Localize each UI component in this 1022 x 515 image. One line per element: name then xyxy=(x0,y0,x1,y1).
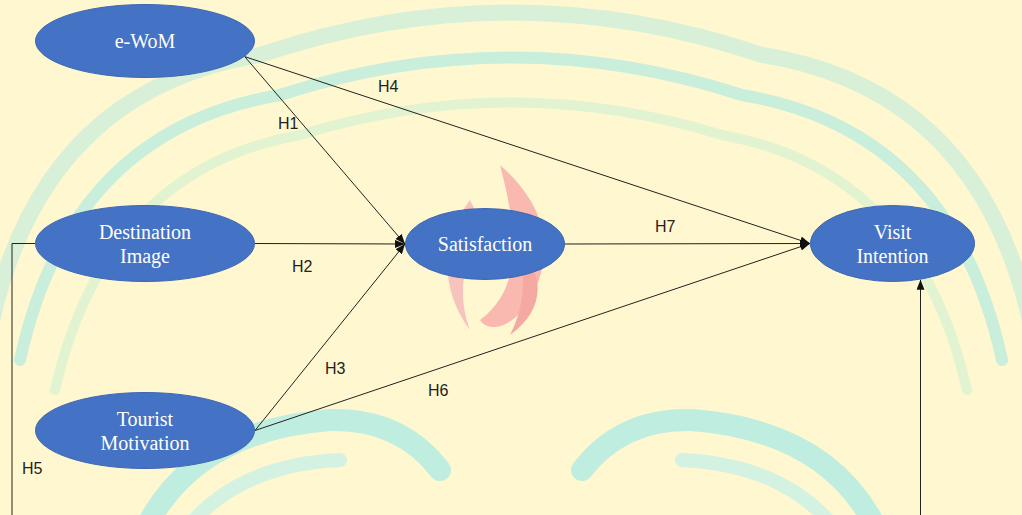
construct-name: Visit Intention xyxy=(845,220,940,268)
hypothesis-label: H7 xyxy=(655,219,675,235)
construct-ellipse: Visit Intention xyxy=(810,205,975,282)
hypothesis-arrow xyxy=(245,57,405,244)
hypothesis-arrow xyxy=(12,244,921,515)
hypothesis-label: H3 xyxy=(325,361,345,377)
ellipse-outline xyxy=(35,205,255,282)
hypothesis-arrow xyxy=(565,243,810,245)
construct-ellipse: Tourist Motivation xyxy=(35,392,255,469)
construct-ellipse: Destination Image xyxy=(35,205,255,282)
ellipse-outline xyxy=(810,205,975,282)
hypothesis-label: H4 xyxy=(378,79,398,95)
construct-name: e-WoM xyxy=(115,29,176,53)
hypothesis-label: H2 xyxy=(292,259,312,275)
construct-name: Destination Image xyxy=(83,220,208,268)
construct-name: Satisfaction xyxy=(438,232,532,256)
ellipse-outline xyxy=(35,392,255,469)
construct-ellipse: e-WoM xyxy=(35,4,255,78)
hypothesis-arrow xyxy=(255,244,405,431)
hypothesis-label: H5 xyxy=(22,461,42,477)
construct-ellipse: Satisfaction xyxy=(405,208,565,280)
construct-name: Tourist Motivation xyxy=(83,407,208,455)
hypothesis-arrow xyxy=(255,243,405,245)
hypothesis-label: H6 xyxy=(428,383,448,399)
hypothesis-label: H1 xyxy=(278,116,298,132)
